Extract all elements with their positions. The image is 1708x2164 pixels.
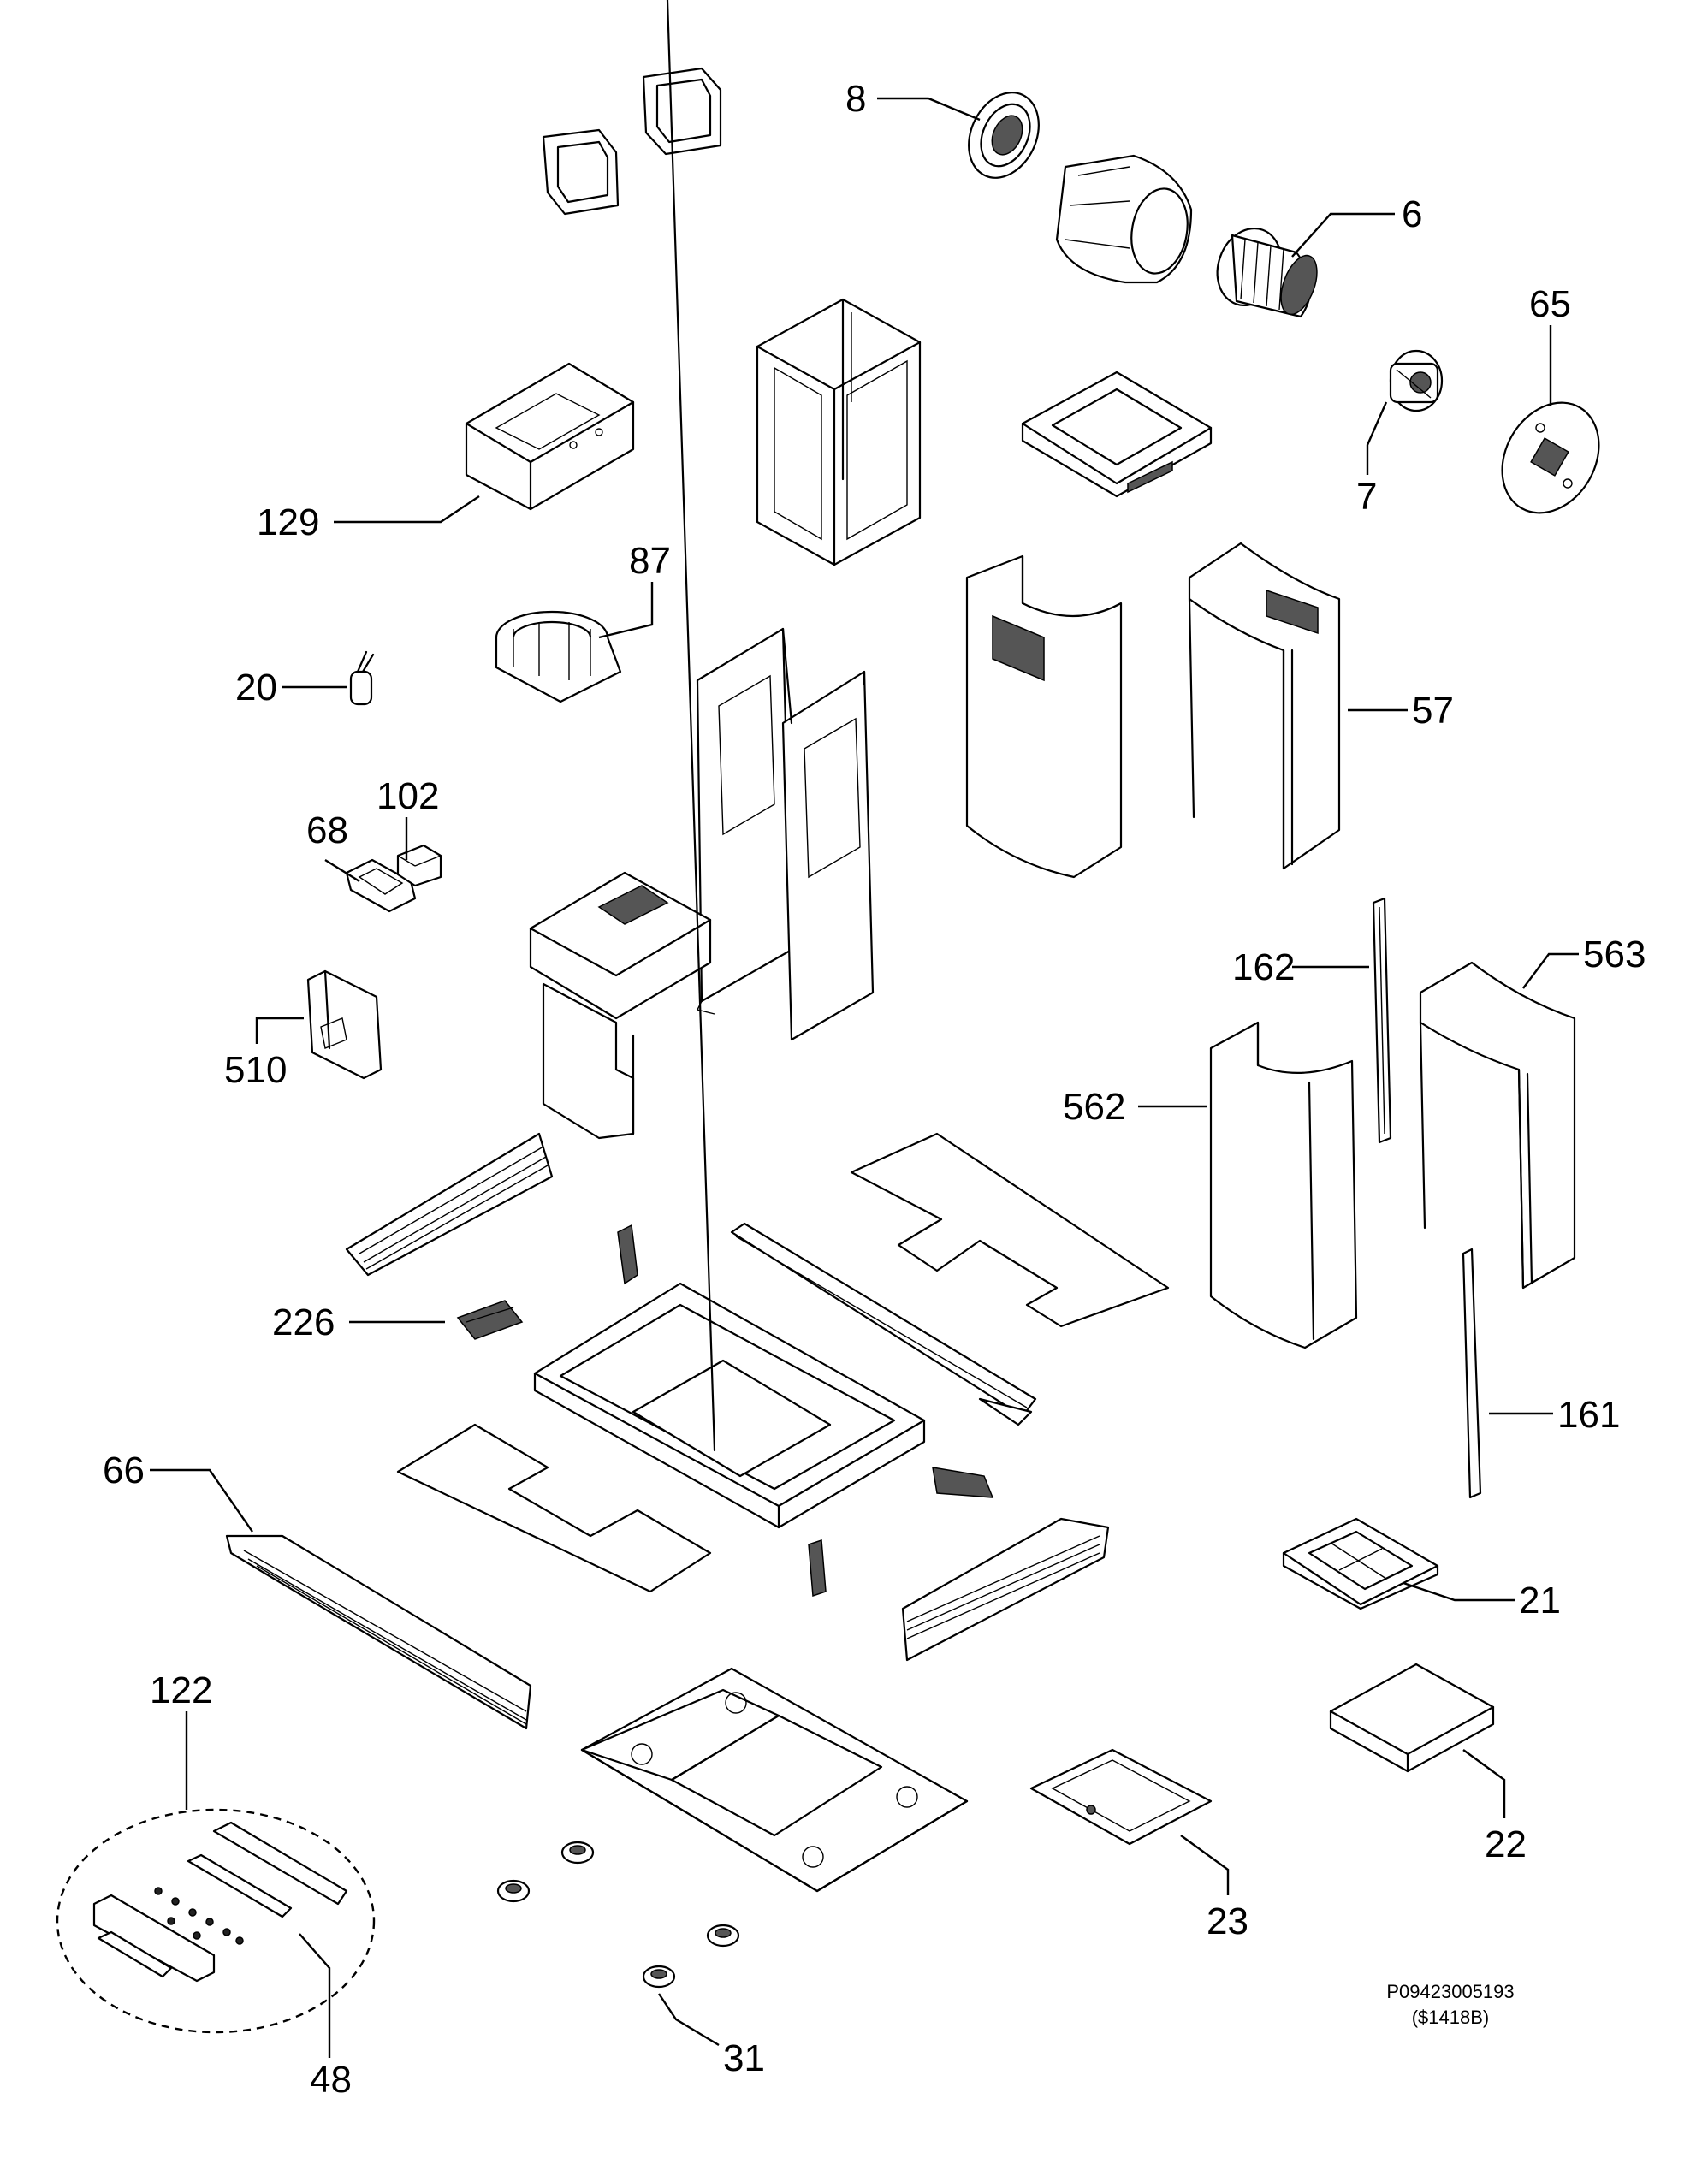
chimney-side-strip-upper <box>1372 897 1392 1144</box>
blower-housing <box>1055 154 1193 284</box>
chimney-side-strip-lower <box>1462 1248 1482 1499</box>
callout-68: 68 <box>306 809 348 851</box>
callout-labels: 8 6 65 7 129 87 20 57 102 68 162 563 510… <box>103 78 1646 2101</box>
motor-mount-plate <box>1501 401 1600 514</box>
drawing-revision: ($1418B) <box>1412 2007 1490 2028</box>
callout-102: 102 <box>377 775 439 817</box>
mounting-knob-4 <box>642 1965 676 1989</box>
upper-chimney-front <box>965 554 1123 879</box>
blower-wheel <box>1216 227 1318 318</box>
baffle-plate-lower <box>396 1423 712 1593</box>
chimney-support-frame <box>756 298 922 566</box>
mounting-knob-3 <box>706 1924 740 1948</box>
rear-trim-rail <box>901 1517 1110 1662</box>
electrical-box <box>306 969 383 1080</box>
callout-22: 22 <box>1485 1823 1527 1865</box>
side-rail-upper-right <box>730 1222 1037 1426</box>
lower-chimney-front <box>1209 1021 1358 1349</box>
mounting-knob-1 <box>560 1841 595 1865</box>
baffle-plate-upper <box>850 1132 1170 1328</box>
corner-clip <box>456 1300 524 1340</box>
callout-6: 6 <box>1402 193 1422 235</box>
callout-21: 21 <box>1519 1580 1561 1622</box>
callout-31: 31 <box>723 2037 765 2079</box>
damper-collar <box>495 610 622 703</box>
drawing-code-block: P09423005193 ($1418B) <box>1386 1981 1514 2028</box>
canopy-frame <box>533 0 926 1529</box>
blower-inlet-ring <box>968 92 1040 179</box>
duct-gasket-right <box>642 67 722 156</box>
upper-chimney-rear <box>1188 542 1341 870</box>
blower-mounting-frame <box>1021 371 1213 498</box>
leader-lines <box>150 97 1579 2058</box>
grease-filter-frame <box>1282 1517 1439 1610</box>
callout-161: 161 <box>1557 1394 1620 1436</box>
callout-8: 8 <box>845 78 866 120</box>
callout-510: 510 <box>224 1049 287 1091</box>
control-housing <box>529 871 712 1140</box>
transition-box <box>465 362 635 511</box>
charcoal-filter <box>1329 1663 1495 1773</box>
callout-7: 7 <box>1356 476 1377 518</box>
callout-226: 226 <box>272 1301 335 1343</box>
callout-57: 57 <box>1412 690 1454 732</box>
junction-bracket <box>345 858 417 913</box>
mounting-knob-2 <box>496 1879 531 1903</box>
callout-122: 122 <box>150 1669 212 1711</box>
callout-162: 162 <box>1232 946 1295 988</box>
corner-clip-right <box>932 1467 994 1498</box>
callout-20: 20 <box>235 667 277 708</box>
blower-motor <box>1389 349 1444 412</box>
callout-563: 563 <box>1583 934 1646 975</box>
callout-48: 48 <box>310 2059 352 2101</box>
hood-canopy <box>580 1667 969 1893</box>
front-trim-rail <box>225 1534 532 1730</box>
control-panel-assembly <box>56 1808 376 2034</box>
callout-23: 23 <box>1207 1900 1248 1942</box>
inner-chimney-panels <box>696 627 875 1041</box>
duct-gasket-left <box>542 128 620 216</box>
transformer <box>396 844 442 887</box>
filter-panel <box>1029 1748 1213 1846</box>
corner-bracket-lower <box>808 1539 827 1598</box>
callout-562: 562 <box>1063 1086 1125 1128</box>
callout-65: 65 <box>1529 283 1571 325</box>
callout-129: 129 <box>257 501 319 543</box>
drawing-part-number: P09423005193 <box>1386 1981 1514 2002</box>
corner-bracket-upper <box>617 1224 638 1285</box>
capacitor <box>349 650 375 706</box>
callout-87: 87 <box>629 540 671 582</box>
side-rail-upper-left <box>345 1132 554 1277</box>
lower-chimney-rear <box>1419 961 1576 1290</box>
callout-66: 66 <box>103 1450 145 1491</box>
